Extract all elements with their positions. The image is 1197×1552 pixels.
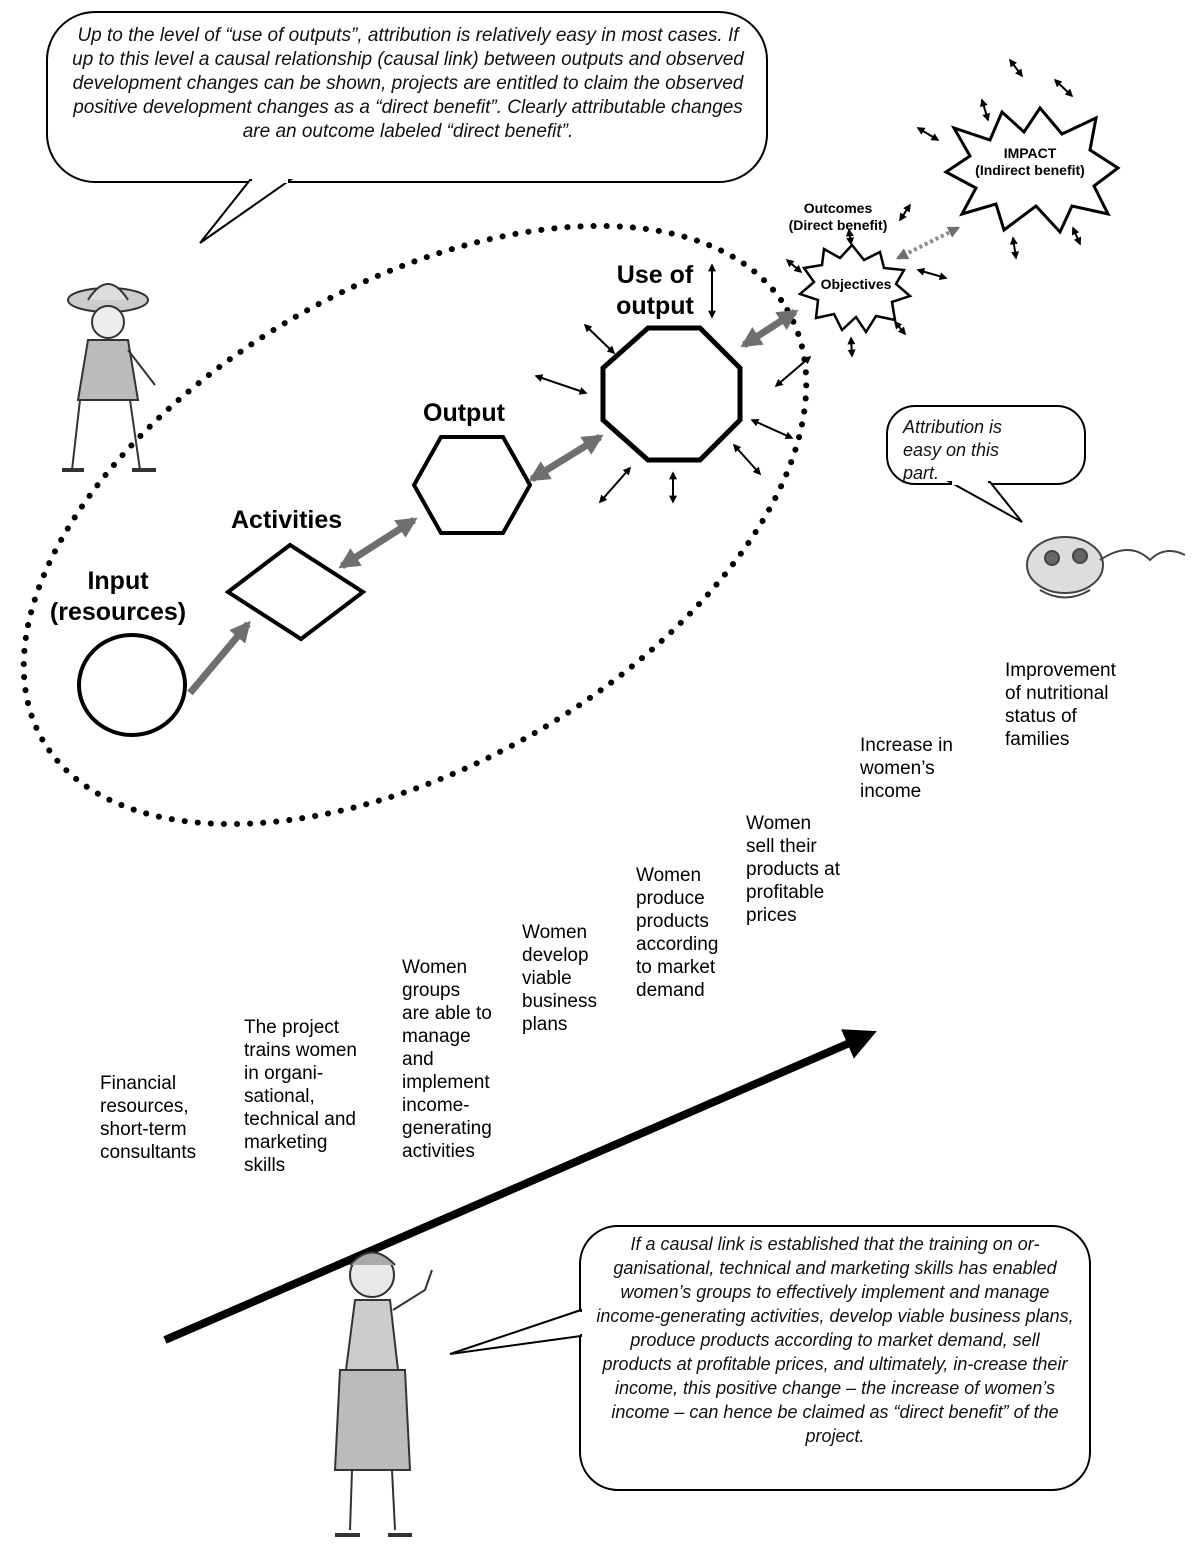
activities-diamond-shape (224, 542, 367, 642)
input-circle-shape (77, 633, 187, 737)
worm-figure (1026, 536, 1186, 599)
farmer-figure (62, 283, 156, 472)
output-label: Output (423, 399, 505, 427)
results-chain-arrow (163, 1029, 877, 1344)
right-speech-bubble (886, 405, 1086, 523)
output-hexagon-shape (411, 435, 533, 535)
right-bubble-text: Attribution is easy on this part. (903, 417, 1003, 483)
use-of-output-octagon-shape (600, 325, 743, 463)
bottom-speech-bubble (449, 1225, 1091, 1491)
top-speech-bubble (46, 11, 768, 244)
top-bubble-text: Up to the level of “use of outputs”, att… (72, 25, 744, 142)
bottom-bubble-text: If a causal link is established that the… (596, 1234, 1074, 1446)
chain-step-8: Improvement of nutritional status of fam… (1005, 660, 1116, 750)
chain-step-4: Women develop viable business plans (522, 922, 597, 1035)
use-of-output-label: Use of output (616, 261, 694, 320)
objectives-label: Objectives (820, 276, 892, 292)
outcomes-label: Outcomes (Direct benefit) (788, 200, 888, 233)
chain-step-3: Women groups are able to manage and impl… (402, 957, 492, 1162)
chain-step-5: Women produce products according to mark… (636, 865, 719, 1001)
activities-label: Activities (231, 506, 343, 534)
chain-step-6: Women sell their products at profitable … (746, 813, 840, 926)
objectives-starburst-shape (797, 243, 913, 335)
woman-figure (333, 1251, 433, 1537)
stage-connector-arrows (187, 226, 961, 696)
chain-step-2: The project trains women in organi- sati… (244, 1017, 357, 1176)
chain-step-7: Increase in women’s income (860, 735, 953, 802)
impact-label: IMPACT (Indirect benefit) (975, 145, 1085, 178)
interaction-arrows (534, 58, 1082, 504)
input-label: Input (resources) (49, 567, 187, 626)
chain-step-1: Financial resources, short-term consulta… (100, 1073, 197, 1163)
impact-starburst-shape (943, 105, 1121, 235)
